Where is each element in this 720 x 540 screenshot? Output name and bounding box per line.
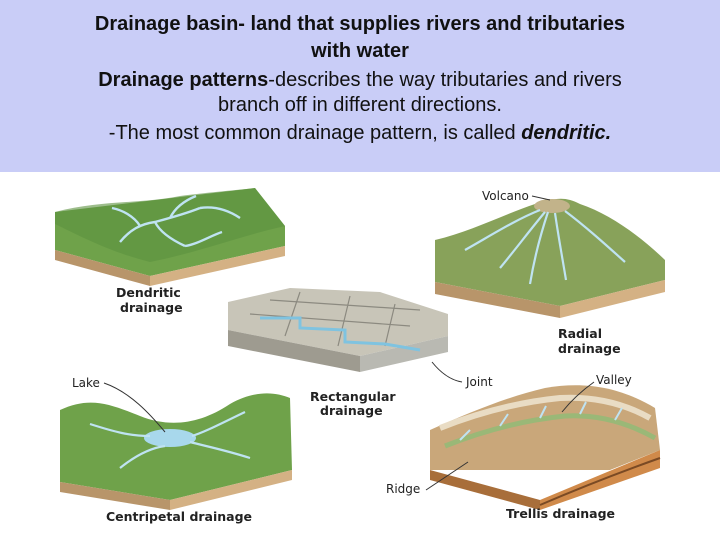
rectangular-block: [228, 288, 448, 372]
title-line-2: with water: [311, 40, 409, 62]
ridge-leader: [425, 461, 469, 491]
label-trellis: Trellis drainage: [506, 506, 615, 521]
radial-block: [435, 198, 665, 318]
joint-leader: [431, 361, 463, 383]
label-centripetal: Centripetal drainage: [106, 509, 252, 524]
label-radial-1: Radial: [558, 326, 602, 341]
label-radial-2: drainage: [558, 341, 621, 356]
label-ridge: Ridge: [386, 482, 420, 496]
dendritic-block: [55, 188, 285, 286]
centripetal-block: [60, 393, 292, 510]
label-dendritic-1: Dendritic: [116, 285, 181, 300]
definition-text: -describes the way tributaries and river…: [268, 69, 622, 91]
label-joint: Joint: [465, 375, 493, 389]
lake-leader: [103, 382, 166, 433]
header-panel: Drainage basin- land that supplies river…: [0, 0, 720, 172]
label-dendritic-2: drainage: [120, 300, 183, 315]
dendritic-term: dendritic.: [521, 122, 612, 144]
label-valley: Valley: [596, 373, 632, 387]
label-rectangular-1: Rectangular: [310, 389, 396, 404]
label-lake: Lake: [72, 376, 100, 390]
label-volcano: Volcano: [482, 189, 529, 203]
term-drainage-patterns: Drainage patterns: [98, 69, 269, 91]
volcano-leader: [531, 195, 551, 201]
title-line-1: Drainage basin- land that supplies river…: [94, 13, 626, 35]
dendritic-prefix: -The most common drainage pattern, is ca…: [108, 122, 522, 144]
trellis-block: [430, 385, 661, 510]
valley-leader: [561, 381, 595, 413]
drainage-diagram: Dendritic drainage Volcano Radial draina…: [55, 188, 665, 524]
definition-line-1: Drainage patterns-describes the way trib…: [0, 68, 720, 92]
dendritic-line: -The most common drainage pattern, is ca…: [0, 121, 720, 145]
definition-line-2: branch off in different directions.: [218, 94, 502, 116]
label-rectangular-2: drainage: [320, 403, 383, 418]
